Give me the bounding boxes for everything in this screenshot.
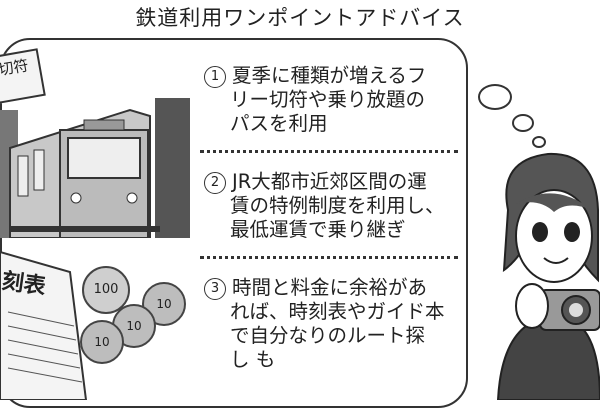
thought-bubble-medium: [512, 114, 534, 132]
tip-line: れば、時刻表やガイド本: [230, 300, 445, 323]
tip-line: し も: [230, 348, 276, 371]
coin-label: 10: [126, 319, 142, 333]
coin-label: 100: [93, 282, 119, 297]
tip-3: 3 時間と料金に余裕があ れば、時刻表やガイド本 で自分なりのルート探 し も: [204, 276, 445, 372]
ticket-card: 切符: [0, 48, 46, 104]
tip-number: 3: [204, 278, 226, 300]
tip-line: リー切符や乗り放題の: [230, 88, 426, 111]
coin-label: 10: [156, 297, 172, 311]
train-illustration: [0, 98, 190, 238]
tip-line: 時間と料金に余裕があ: [232, 276, 428, 299]
page-title: 鉄道利用ワンポイントアドバイス: [135, 6, 465, 30]
tip-line: 賃の特例制度を利用し、: [230, 194, 445, 217]
tip-line: パスを利用: [230, 112, 328, 135]
tip-number: 1: [204, 66, 226, 88]
thought-bubble-large: [478, 84, 512, 110]
woman-illustration: [496, 152, 600, 400]
tip-number: 2: [204, 172, 226, 194]
tip-line: 最低運賃で乗り継ぎ: [230, 218, 406, 241]
timetable-book: [0, 250, 88, 400]
tip-1: 1 夏季に種類が増えるフ リー切符や乗り放題の パスを利用: [204, 64, 426, 136]
coin-label: 10: [94, 335, 110, 349]
coin-10: 10: [80, 320, 124, 364]
tip-line: で自分なりのルート探: [230, 324, 426, 347]
tip-2: 2 JR大都市近郊区間の運 賃の特例制度を利用し、 最低運賃で乗り継ぎ: [204, 170, 445, 242]
thought-bubble-small: [532, 136, 546, 148]
tip-line: 夏季に種類が増えるフ: [232, 64, 427, 87]
dotted-divider: [200, 150, 458, 153]
timetable-text: 刻表: [0, 269, 48, 300]
tip-line: JR大都市近郊区間の運: [232, 170, 427, 193]
dotted-divider: [200, 256, 458, 259]
ticket-text: 切符: [0, 56, 30, 80]
coin-100: 100: [82, 266, 130, 314]
